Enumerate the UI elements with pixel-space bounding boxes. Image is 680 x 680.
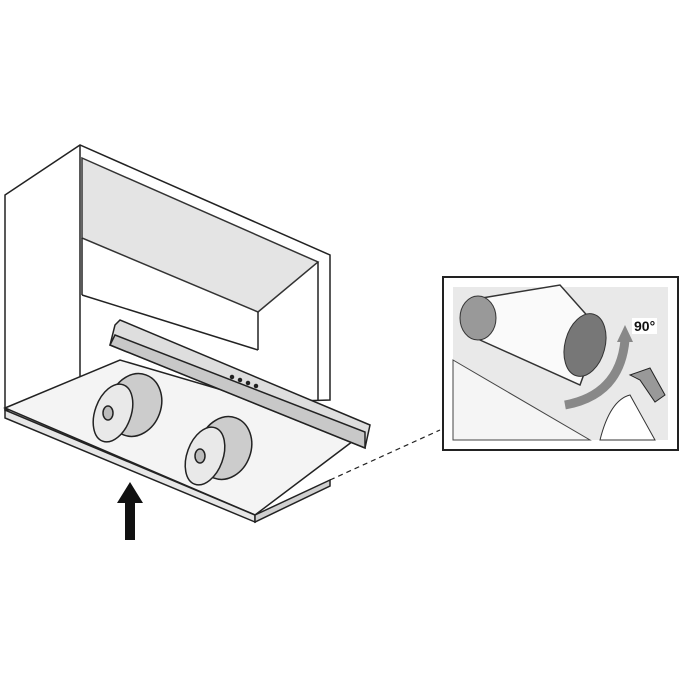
- detail-inset: [442, 276, 679, 451]
- fan-left: [92, 372, 163, 443]
- push-arrow-icon: [628, 367, 666, 403]
- rotate-arrow-icon: [564, 339, 630, 410]
- arrow-up-icon: [117, 482, 143, 540]
- wall-cabinet: [4, 144, 331, 411]
- hand-icon: [599, 394, 656, 441]
- rotation-angle-label: 90°: [632, 318, 658, 334]
- fan-right: [184, 415, 253, 486]
- callout-dashed-line: [329, 429, 441, 481]
- cooker-hood: [3, 319, 371, 524]
- control-buttons: [229, 374, 259, 389]
